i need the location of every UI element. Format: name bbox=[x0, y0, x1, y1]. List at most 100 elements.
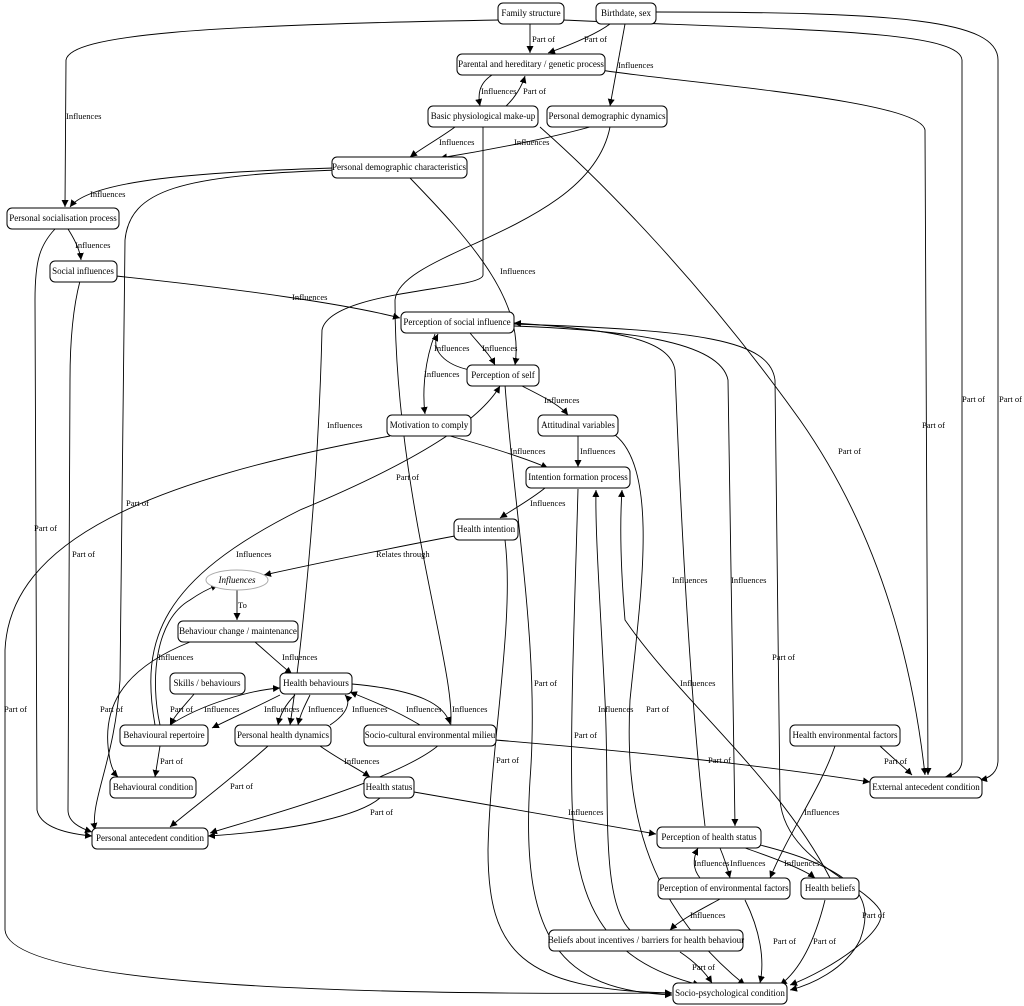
edge-phs-pef bbox=[719, 847, 732, 879]
node-label: Perception of health status bbox=[661, 832, 757, 842]
edge-label: Influences bbox=[292, 292, 327, 302]
node-skills-behaviours[interactable]: Skills / behaviours bbox=[169, 672, 246, 695]
edge-label: Part of bbox=[584, 34, 607, 44]
node-label: Social influences bbox=[52, 266, 114, 276]
node-motivation-to-comply[interactable]: Motivation to comply bbox=[386, 414, 472, 437]
edge-repertoire-hb bbox=[169, 684, 281, 726]
edge-label: Influences bbox=[530, 498, 565, 508]
edge-label: Part of bbox=[574, 730, 597, 740]
edge-label: Influences bbox=[406, 704, 441, 714]
edges: Part of Part of Influences Influences Pa… bbox=[4, 11, 1022, 999]
node-perception-of-self[interactable]: Perception of self bbox=[466, 364, 540, 387]
edge-hb-sociocultural bbox=[351, 683, 452, 725]
edge-basic-pdc bbox=[409, 126, 456, 158]
edge-hb-repertoire bbox=[211, 694, 281, 729]
node-personal-health-dynamics[interactable]: Personal health dynamics bbox=[234, 724, 332, 747]
node-perception-environmental[interactable]: Perception of environmental factors bbox=[657, 877, 791, 900]
node-intention-formation[interactable]: Intention formation process bbox=[525, 466, 631, 489]
node-beliefs-incentives[interactable]: Beliefs about incentives / barriers for … bbox=[548, 929, 744, 952]
edge-pdc-self bbox=[409, 177, 520, 366]
node-perception-social-influence[interactable]: Perception of social influence bbox=[400, 311, 515, 334]
node-social-influences[interactable]: Social influences bbox=[49, 260, 118, 283]
node-label: Health beliefs bbox=[805, 883, 856, 893]
node-behavioural-repertoire[interactable]: Behavioural repertoire bbox=[119, 724, 209, 747]
edge-label: Influences bbox=[482, 343, 517, 353]
edge-phs-psi bbox=[513, 319, 706, 827]
node-health-environmental-factors[interactable]: Health environmental factors bbox=[789, 724, 901, 747]
edge-label: Influences bbox=[204, 704, 239, 714]
node-health-status[interactable]: Health status bbox=[363, 776, 415, 799]
edge-label: Influences bbox=[158, 652, 193, 662]
node-health-behaviours[interactable]: Health behaviours bbox=[279, 672, 353, 695]
edge-sociocultural-external bbox=[494, 739, 871, 785]
node-personal-antecedent[interactable]: Personal antecedent condition bbox=[91, 827, 209, 850]
edge-phs-health-beliefs bbox=[744, 847, 816, 879]
node-label: Perception of social influence bbox=[403, 317, 510, 327]
edge-label: Part of bbox=[692, 962, 715, 972]
edge-skills-repertoire bbox=[169, 692, 196, 726]
edge-label: Part of bbox=[922, 420, 945, 430]
node-label: Family structure bbox=[501, 8, 560, 18]
edge-hef-external bbox=[879, 745, 913, 776]
edge-label: Influences bbox=[500, 266, 535, 276]
node-personal-demographic-dynamics[interactable]: Personal demographic dynamics bbox=[546, 105, 668, 128]
edge-label: Influences bbox=[680, 678, 715, 688]
nodes: Family structure Birthdate, sex Parental… bbox=[6, 2, 983, 1005]
node-health-intention[interactable]: Health intention bbox=[453, 518, 519, 541]
node-basic-physiological[interactable]: Basic physiological make-up bbox=[427, 105, 539, 128]
node-parental-hereditary[interactable]: Parental and hereditary / genetic proces… bbox=[456, 53, 606, 76]
node-label: Parental and hereditary / genetic proces… bbox=[458, 59, 604, 69]
edge-label: Part of bbox=[773, 936, 796, 946]
node-behaviour-change[interactable]: Behaviour change / maintenance bbox=[177, 620, 299, 643]
node-personal-socialisation[interactable]: Personal socialisation process bbox=[6, 207, 120, 230]
edge-label: Influences bbox=[544, 395, 579, 405]
node-perception-health-status[interactable]: Perception of health status bbox=[656, 826, 762, 849]
edge-label: Influences bbox=[804, 807, 839, 817]
edge-birthdate-pdd bbox=[607, 23, 626, 107]
node-attitudinal-variables[interactable]: Attitudinal variables bbox=[537, 414, 619, 437]
edge-change-behavioural-condition bbox=[107, 641, 191, 778]
edge-hb-phd-2 bbox=[295, 694, 311, 726]
edge-label: Part of bbox=[772, 652, 795, 662]
node-health-beliefs[interactable]: Health beliefs bbox=[800, 877, 860, 900]
edge-self-attitudinal bbox=[519, 384, 569, 416]
edge-status-phs bbox=[413, 791, 657, 837]
node-family-structure[interactable]: Family structure bbox=[497, 2, 565, 25]
node-personal-demographic-characteristics[interactable]: Personal demographic characteristics bbox=[331, 156, 468, 179]
edge-label: To bbox=[238, 600, 247, 610]
node-label: Perception of environmental factors bbox=[659, 883, 789, 893]
edge-label: Influences bbox=[672, 575, 707, 585]
edge-label: Influences bbox=[452, 704, 487, 714]
edge-self-socio-psych bbox=[504, 384, 673, 999]
edge-health-intention-socio-psych bbox=[487, 539, 673, 997]
edge-repertoire-behavioural-condition bbox=[152, 745, 161, 778]
edge-motivation-intention bbox=[449, 435, 549, 469]
node-label: Health behaviours bbox=[283, 678, 349, 688]
edge-label: Influences bbox=[424, 369, 459, 379]
node-label: Basic physiological make-up bbox=[431, 111, 536, 121]
edge-psi-motivation bbox=[420, 333, 436, 415]
node-label: Health intention bbox=[457, 524, 516, 534]
node-influences-hub[interactable]: Influences bbox=[205, 569, 269, 591]
node-label: Personal antecedent condition bbox=[96, 833, 204, 843]
node-behavioural-condition[interactable]: Behavioural condition bbox=[109, 776, 197, 799]
edge-social-personal-antecedent bbox=[67, 280, 93, 834]
edge-label: Influences bbox=[690, 910, 725, 920]
node-socio-cultural-milieu[interactable]: Socio-cultural environmental milieu bbox=[363, 724, 497, 747]
edge-label: Influences bbox=[75, 240, 110, 250]
edge-sociocultural-hb bbox=[349, 691, 421, 726]
edge-label: Influences bbox=[694, 858, 729, 868]
edge-family-external bbox=[561, 19, 963, 780]
node-external-antecedent[interactable]: External antecedent condition bbox=[869, 776, 983, 799]
edge-label: Influences bbox=[784, 858, 819, 868]
node-label: Motivation to comply bbox=[390, 420, 469, 430]
edge-beliefs-intention bbox=[618, 489, 831, 879]
edge-label: Part of bbox=[170, 704, 193, 714]
edge-pdc-socialisation bbox=[69, 167, 334, 208]
edge-label: Influences bbox=[66, 111, 101, 121]
edge-birthdate-parental bbox=[547, 23, 611, 54]
node-birthdate-sex[interactable]: Birthdate, sex bbox=[595, 2, 657, 25]
edge-label: Influences bbox=[344, 756, 379, 766]
edge-label: Part of bbox=[884, 756, 907, 766]
node-socio-psychological[interactable]: Socio-psychological condition bbox=[672, 982, 788, 1005]
